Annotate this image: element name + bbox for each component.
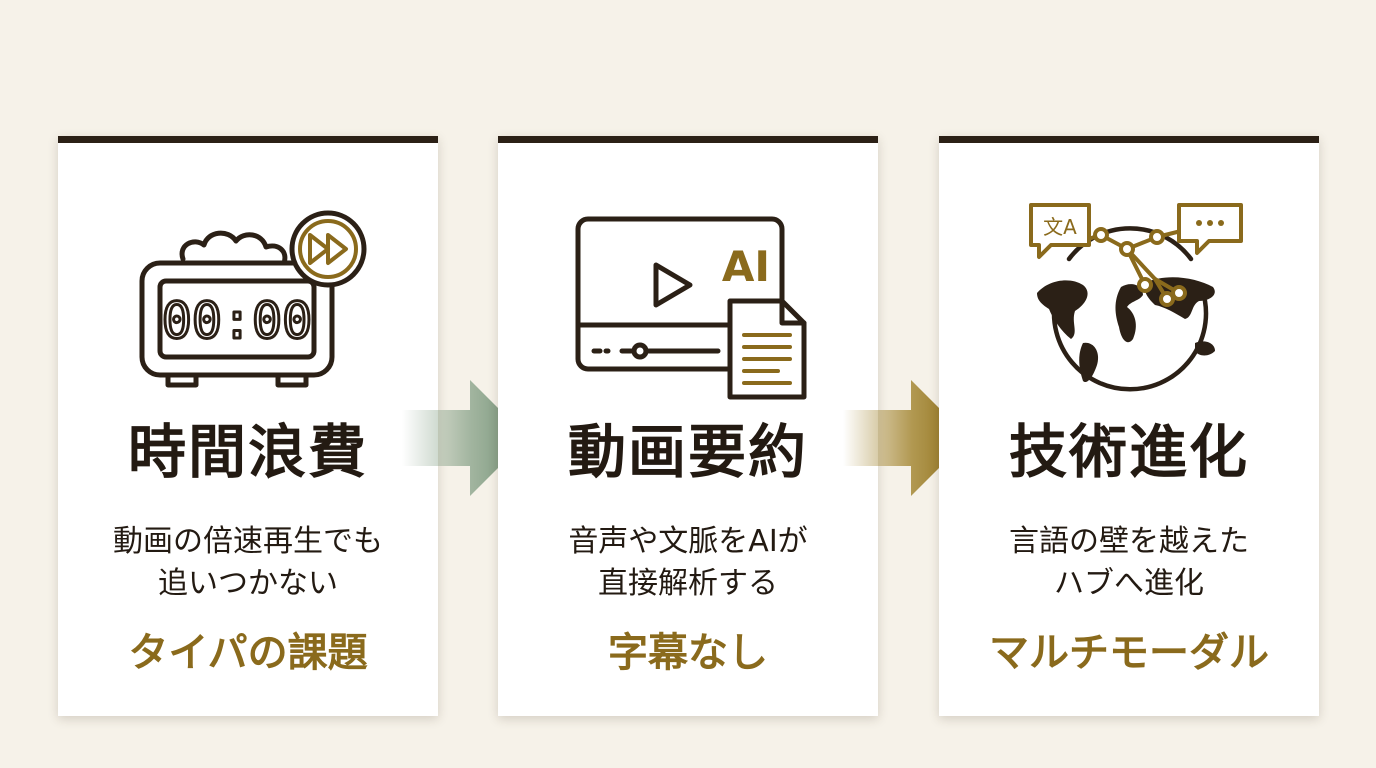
- card-tag: マルチモーダル: [989, 630, 1269, 676]
- card-title: 技術進化: [1008, 418, 1249, 486]
- card-title: 動画要約: [567, 418, 808, 486]
- desc-line-2: ハブへ進化: [1054, 566, 1204, 601]
- globe-translation-network-icon: 文A: [1009, 201, 1249, 401]
- card-description: 言語の壁を越えた ハブへ進化: [939, 521, 1319, 605]
- arrow-right-icon: [402, 380, 532, 496]
- clock-digits: 00:00: [162, 292, 313, 350]
- card-time-waste: 00:00 時間浪費 動画の倍速再生でも 追いつかない タイパの課題: [58, 136, 438, 716]
- desc-line-1: 音声や文脈をAIが: [568, 524, 808, 559]
- card-tech-evolution: 文A 技術進化 言語の壁を越えた ハブへ進化 マルチモーダル: [939, 136, 1319, 716]
- arrow-right-icon: [843, 380, 973, 496]
- digital-clock-fast-forward-icon: 00:00: [128, 201, 368, 401]
- desc-line-1: 動画の倍速再生でも: [113, 524, 383, 559]
- card-tag: タイパの課題: [128, 630, 368, 676]
- card-description: 動画の倍速再生でも 追いつかない: [58, 521, 438, 605]
- video-ai-document-icon: AI: [568, 201, 808, 401]
- desc-line-2: 直接解析する: [598, 566, 778, 601]
- card-video-summary: AI 動画要約 音声や文脈をAIが 直接解析する 字幕なし: [498, 136, 878, 716]
- card-tag: 字幕なし: [608, 630, 768, 676]
- card-title: 時間浪費: [127, 418, 368, 486]
- translate-label: 文A: [1043, 215, 1077, 239]
- desc-line-2: 追いつかない: [158, 566, 338, 601]
- card-description: 音声や文脈をAIが 直接解析する: [498, 521, 878, 605]
- desc-line-1: 言語の壁を越えた: [1009, 524, 1249, 559]
- ai-label: AI: [722, 242, 770, 291]
